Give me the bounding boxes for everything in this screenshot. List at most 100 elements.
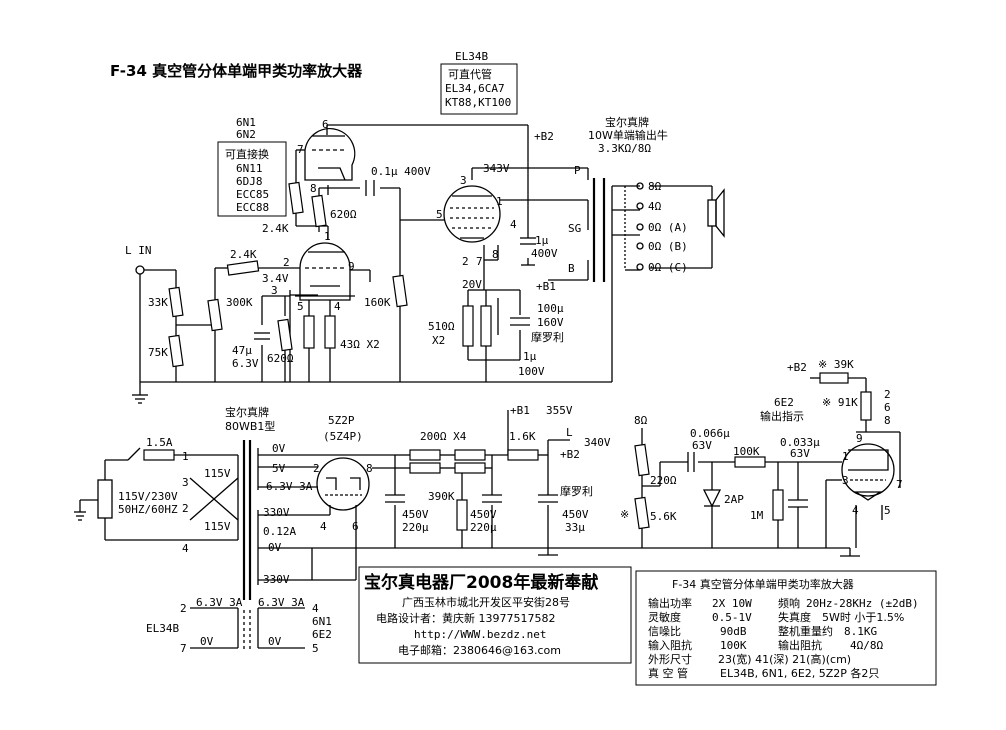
pin-9: 9 (348, 260, 355, 273)
prim-pin2: 2 (182, 502, 189, 515)
tube-note-line1: 可直代管 (448, 67, 492, 81)
ind-pin1: 1 (842, 450, 849, 463)
sec-0v-ct: 0V (268, 541, 282, 554)
ind-pin5: 5 (884, 504, 891, 517)
el34-pin-7: 7 (476, 255, 483, 268)
pin-5: 5 (297, 300, 304, 313)
r-16k: 1.6K (509, 430, 536, 443)
heater-el34-0v: 0V (200, 635, 214, 648)
r-24k-plate: 2.4K (262, 222, 289, 235)
preamp-note-box (217, 141, 287, 217)
factory-name: 宝尔真电器厂2008年最新奉献 (364, 572, 598, 593)
sec-330v-b: 330V (263, 573, 290, 586)
sec-330v: 330V (263, 506, 290, 519)
ind-r91k: ※ 91K (822, 396, 858, 409)
preamp-tube1: 6N1 (236, 116, 256, 129)
b1-supply: +B1 (510, 404, 530, 417)
cap-220b: 220μ (470, 521, 497, 534)
mains-line1: 115V/230V (118, 490, 178, 503)
ind-diode: 2AP (724, 493, 744, 506)
spec-value: 5W时 小于1.5% (822, 611, 904, 624)
cap-450b: 450V (470, 508, 497, 521)
input-jack-icon (135, 265, 145, 275)
ind-cap033v: 63V (790, 447, 810, 460)
spec-value: EL34B, 6N1, 6E2, 5Z2P 各2只 (720, 666, 879, 680)
r-75k: 75K (148, 346, 168, 359)
ind-star: ※ (620, 508, 629, 521)
tap-0ohm-c: 0Ω (C) (648, 261, 688, 274)
power-cap-brand: 摩罗利 (560, 484, 593, 498)
fuse-label: 1.5A (146, 436, 173, 449)
ind-r1m: 1M (750, 509, 764, 522)
cap-1: 1μ (523, 350, 537, 363)
r-33k: 33K (148, 296, 168, 309)
prim-pin4: 4 (182, 542, 189, 555)
b1-label: +B1 (536, 280, 556, 293)
ind-r56k: 5.6K (650, 510, 677, 523)
r-510: 510Ω (428, 320, 455, 333)
pin-1: 1 (324, 230, 331, 243)
cap-47: 47μ (232, 344, 252, 357)
pin-4: 4 (334, 300, 341, 313)
rect-pin2: 2 (313, 462, 320, 475)
heater-6n1-v: 6.3V 3A (258, 596, 305, 609)
spec-key: 输入阻抗 (648, 638, 692, 652)
el34-pin-8: 8 (492, 248, 499, 261)
spec-key: 输出阻抗 (778, 638, 822, 652)
tap-0ohm-a: 0Ω (A) (648, 221, 688, 234)
el34-pin-5: 5 (436, 208, 443, 221)
r-200: 200Ω X4 (420, 430, 467, 443)
factory-web: http://WWW.bezdz.net (414, 628, 546, 641)
heater-6n1-pin5: 5 (312, 642, 319, 655)
speaker-icon (715, 188, 725, 238)
ind-pin9: 9 (856, 432, 863, 445)
pt-line1: 宝尔真牌 (225, 405, 269, 419)
cap-450a: 450V (402, 508, 429, 521)
el34-pin-2: 2 (462, 255, 469, 268)
diode-icon (702, 489, 722, 508)
sec-012a: 0.12A (263, 525, 296, 538)
rect-pin4: 4 (320, 520, 327, 533)
power-capacitors (385, 494, 558, 503)
r-24k-in: 2.4K (230, 248, 257, 261)
ind-label2: 输出指示 (760, 409, 804, 423)
rect-line2: (5Z4P) (323, 430, 363, 443)
cap-1v: 100V (518, 365, 545, 378)
spec-key: 整机重量约 (778, 624, 833, 638)
ind-pin2: 2 (884, 388, 891, 401)
preamp-note-line5: ECC88 (236, 201, 269, 214)
fuse-icon (143, 449, 175, 461)
signal-wiring (132, 124, 725, 404)
rect-pin8: 8 (366, 462, 373, 475)
cap-33: 33μ (565, 521, 585, 534)
b-label: B (568, 262, 575, 275)
primary-115a: 115V (204, 467, 231, 480)
rect-line1: 5Z2P (328, 414, 355, 427)
ind-r220: 220Ω (650, 474, 677, 487)
el34-pin-1: 1 (496, 195, 503, 208)
cap-100: 100μ (537, 302, 564, 315)
spec-key: 灵敏度 (648, 610, 681, 624)
ind-b2: +B2 (787, 361, 807, 374)
prim-pin3: 3 (182, 476, 189, 489)
rect-pin6: 6 (352, 520, 359, 533)
ind-cap033: 0.033μ (780, 436, 820, 449)
cap-brand: 摩罗利 (531, 330, 564, 344)
spec-key: 信噪比 (648, 625, 681, 638)
factory-box (358, 566, 632, 664)
preamp-tube2: 6N2 (236, 128, 256, 141)
sg-label: SG (568, 222, 581, 235)
ind-cap066: 0.066μ (690, 427, 730, 440)
spec-value: 0.5-1V (712, 611, 752, 624)
spec-title: F-34 真空管分体单端甲类功率放大器 (672, 577, 854, 591)
sec-5v: 5V (272, 462, 286, 475)
heater-el34-tube: EL34B (146, 622, 179, 635)
spec-value: 2X 10W (712, 597, 752, 610)
spec-value: 23(宽) 41(深) 21(高)(cm) (718, 652, 851, 666)
r-300k: 300K (226, 296, 253, 309)
spec-key: 外形尺寸 (648, 652, 692, 666)
sec-0v: 0V (272, 442, 286, 455)
pt-line2: 80WB1型 (225, 419, 275, 433)
cap-450c: 450V (562, 508, 589, 521)
